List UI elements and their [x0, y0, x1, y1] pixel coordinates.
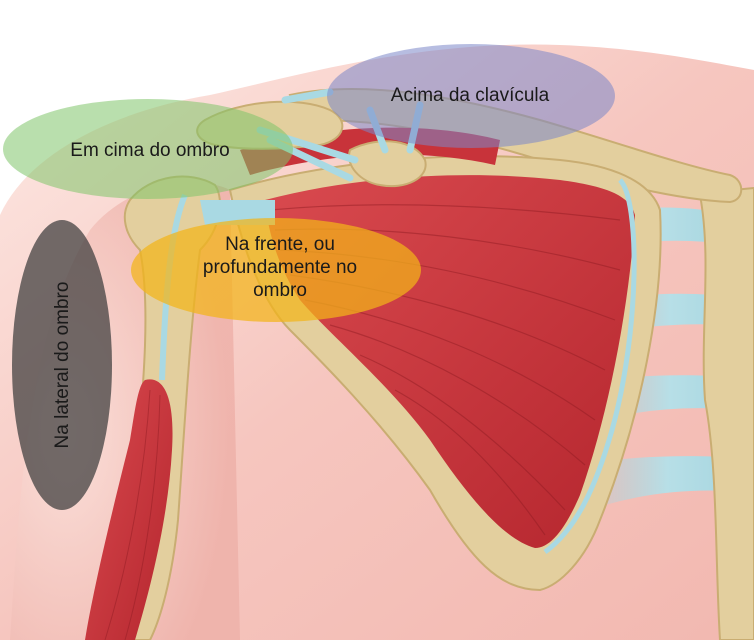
region-above-clavicle: [327, 44, 615, 148]
label-top-of-shoulder: Em cima do ombro: [70, 140, 230, 161]
label-front-deep-line-2: profundamente no: [202, 257, 358, 278]
cartilage-edge: [543, 178, 637, 555]
label-above-clavicle: Acima da clavícula: [390, 85, 550, 106]
sternum: [698, 186, 754, 640]
label-front-deep: Na frente, ou profundamente no ombro: [150, 233, 410, 302]
biceps-fibers: [104, 389, 161, 640]
label-front-deep-line-1: Na frente, ou: [225, 234, 335, 255]
region-side-of-shoulder: [12, 220, 112, 510]
biceps-muscle: [85, 379, 173, 640]
label-front-deep-line-3: ombro: [253, 280, 307, 301]
region-top-of-shoulder: [3, 99, 293, 199]
label-side-of-shoulder: Na lateral do ombro: [52, 281, 73, 449]
coracoid-process: [348, 140, 427, 188]
region-front-deep: [131, 218, 421, 322]
